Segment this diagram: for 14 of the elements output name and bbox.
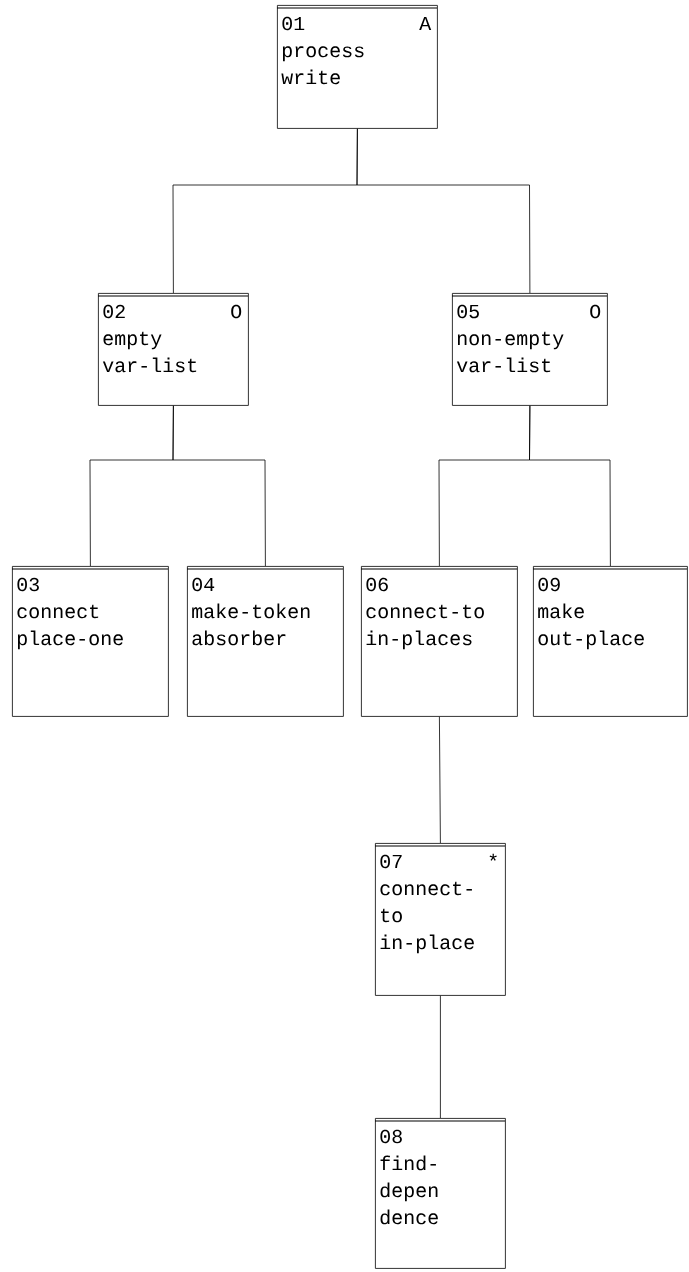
process-box: 01 A process write — [276, 5, 438, 129]
process-box: 07 * connect-to in-place — [374, 843, 506, 996]
connector-line — [529, 405, 611, 567]
process-box: 04 make-token absorber — [186, 566, 344, 717]
connector-line — [440, 995, 441, 1119]
process-box: 09 make out-place — [532, 566, 688, 717]
connector-line — [356, 128, 531, 294]
process-box: 03 connect place-one — [11, 566, 169, 717]
connector-line — [172, 405, 266, 567]
process-box: 06 connect-to in-places — [360, 566, 518, 717]
connector-line — [439, 716, 441, 844]
process-box: 02 O empty var-list — [97, 293, 249, 406]
process-box: 05 O non-empty var-list — [451, 293, 608, 406]
process-box: 08 find-depen dence — [374, 1118, 506, 1269]
